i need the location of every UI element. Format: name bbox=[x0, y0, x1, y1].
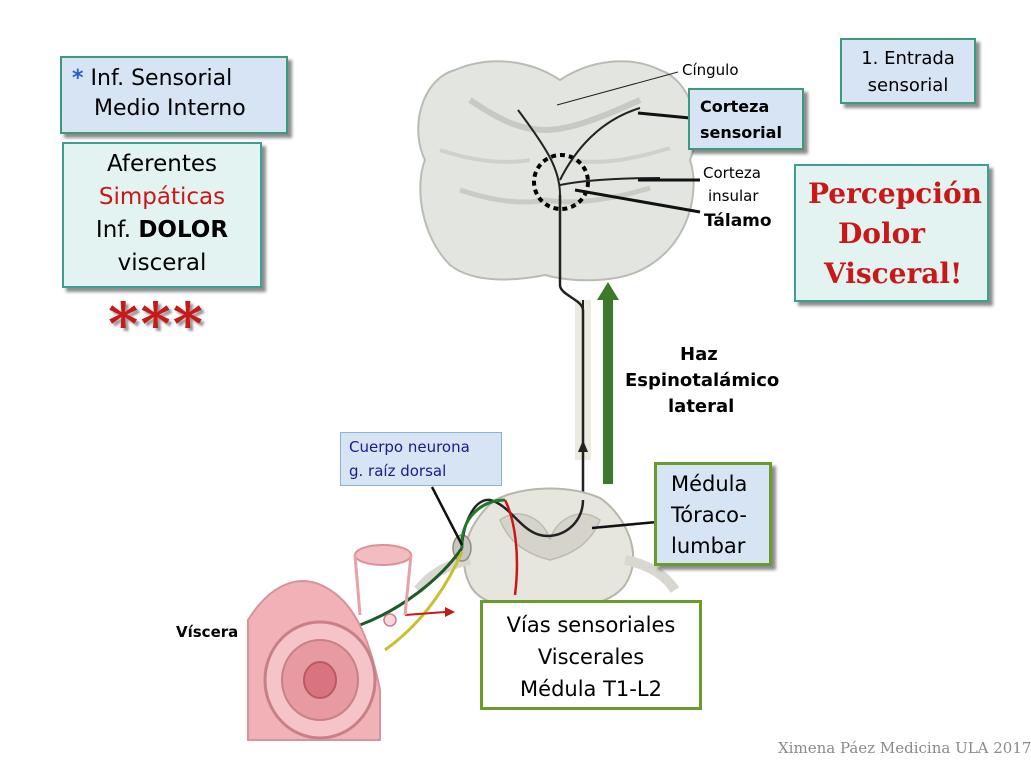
aferentes-line2: Simpáticas bbox=[98, 184, 226, 210]
talamo-pointer bbox=[574, 188, 701, 214]
corteza-sensorial-pointer bbox=[637, 111, 691, 120]
cingulo-label: Cíngulo bbox=[682, 61, 739, 79]
yellow-fiber bbox=[384, 551, 464, 652]
tract-arrowhead bbox=[578, 440, 588, 452]
cuerpo-neurona-line2: g. raíz dorsal bbox=[349, 462, 447, 480]
corteza-insular-label-1: Corteza bbox=[703, 164, 761, 182]
talamo-label: Tálamo bbox=[704, 211, 772, 231]
inf-sensorial-line1: Inf. Sensorial bbox=[90, 66, 233, 91]
viscera-label: Víscera bbox=[176, 623, 239, 641]
cortex-projection bbox=[559, 107, 641, 181]
entrada-line1: 1. Entrada bbox=[861, 48, 955, 69]
inf-sensorial-line2: Medio Interno bbox=[94, 96, 246, 121]
vias-line3: Médula T1-L2 bbox=[520, 677, 662, 701]
brain-section bbox=[417, 60, 697, 282]
haz-label-2: Espinotalámico bbox=[625, 370, 780, 391]
visceral-afferent bbox=[359, 547, 464, 627]
percepcion-line2: Dolor bbox=[838, 217, 926, 250]
cingulate-projection bbox=[517, 109, 561, 196]
insular-projection bbox=[559, 177, 661, 186]
green-fiber bbox=[460, 498, 506, 549]
percepcion-line1: Percepción bbox=[808, 177, 983, 210]
medula-line2: Tóraco- bbox=[671, 503, 747, 527]
viscera-intestine bbox=[247, 544, 413, 741]
inf-sensorial-box: * Inf. Sensorial Medio Interno bbox=[60, 56, 288, 134]
ascending-axon bbox=[558, 195, 585, 500]
vias-line2: Viscerales bbox=[537, 645, 645, 669]
aferentes-line3-prefix: Inf. bbox=[95, 217, 139, 243]
red-arrow-line bbox=[404, 611, 446, 616]
neuron-body-pointer bbox=[430, 486, 464, 546]
aferentes-line4: visceral bbox=[117, 250, 207, 276]
medula-pointer bbox=[591, 520, 658, 530]
aferentes-line1: Aferentes bbox=[107, 151, 217, 177]
aferentes-box: Aferentes Simpáticas Inf. DOLOR visceral bbox=[62, 142, 262, 288]
corteza-insular-label-2: insular bbox=[708, 187, 759, 205]
percepcion-line3: Visceral! bbox=[824, 257, 963, 290]
haz-label-3: lateral bbox=[668, 396, 735, 417]
entrada-line2: sensorial bbox=[867, 75, 949, 96]
vias-box: Vías sensoriales Viscerales Médula T1-L2 bbox=[480, 600, 702, 710]
red-arrow-head bbox=[445, 607, 455, 617]
vias-line1: Vías sensoriales bbox=[506, 613, 676, 637]
bullet-star: * bbox=[72, 66, 84, 91]
corteza-sensorial-box: Corteza sensorial bbox=[688, 88, 804, 150]
corteza-sensorial-line1: Corteza bbox=[700, 97, 770, 116]
red-fiber bbox=[503, 499, 519, 596]
thalamus-highlight bbox=[532, 153, 590, 211]
footer-credit: Ximena Páez Medicina ULA 2017 bbox=[778, 739, 1031, 757]
green-arrow-head bbox=[597, 282, 619, 300]
cuerpo-neurona-box: Cuerpo neurona g. raíz dorsal bbox=[340, 432, 502, 486]
medula-box: Médula Tóraco- lumbar bbox=[654, 462, 772, 566]
cuerpo-neurona-line1: Cuerpo neurona bbox=[349, 438, 470, 456]
cingulo-pointer bbox=[556, 71, 679, 106]
aferentes-dolor: DOLOR bbox=[138, 217, 229, 243]
percepcion-box: Percepción Dolor Visceral! bbox=[794, 164, 989, 302]
haz-label-1: Haz bbox=[680, 344, 718, 365]
red-stars: *** bbox=[108, 290, 205, 358]
medula-line3: lumbar bbox=[671, 534, 746, 558]
green-arrow-shaft bbox=[603, 298, 613, 484]
entrada-sensorial-box: 1. Entrada sensorial bbox=[840, 38, 976, 104]
medula-line1: Médula bbox=[671, 472, 748, 496]
corteza-sensorial-line2: sensorial bbox=[700, 123, 782, 142]
